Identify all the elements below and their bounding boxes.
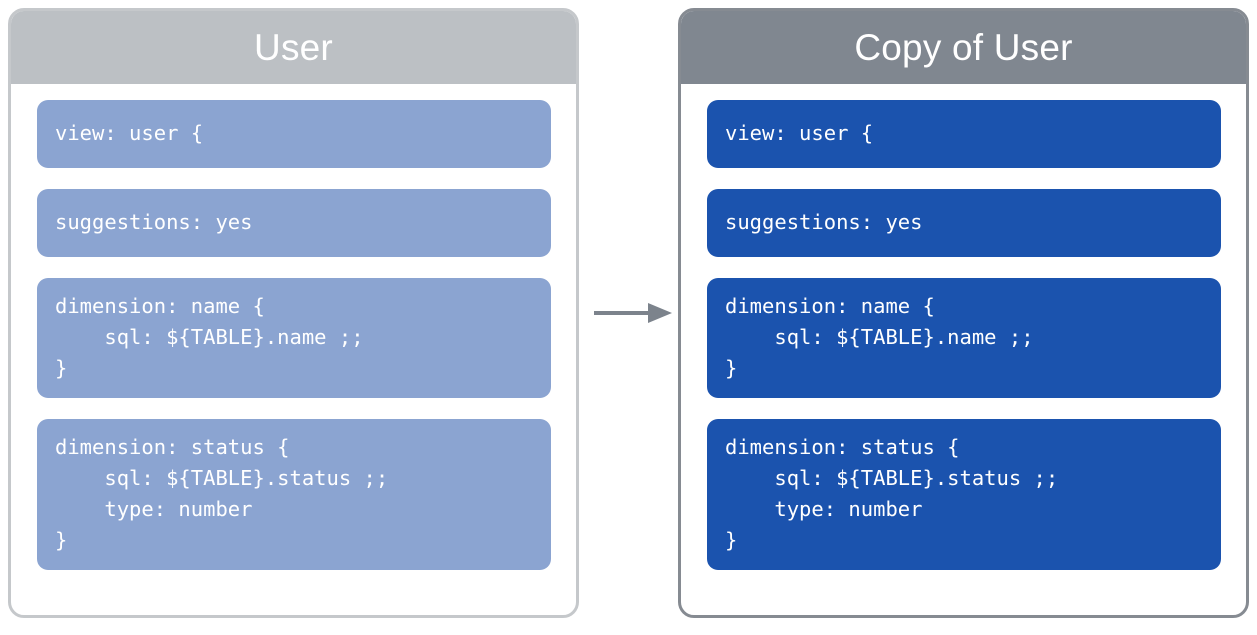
code-line: } [725, 356, 738, 380]
code-line: dimension: status { [55, 435, 290, 459]
copy-block-view-declaration[interactable]: view: user { [707, 100, 1221, 168]
code-line: sql: ${TABLE}.status ;; [725, 466, 1059, 490]
code-line: } [55, 356, 68, 380]
copy-block-dimension-status[interactable]: dimension: status { sql: ${TABLE}.status… [707, 419, 1221, 570]
code-line: sql: ${TABLE}.status ;; [55, 466, 389, 490]
code-line: type: number [725, 497, 923, 521]
copy-block-dimension-name[interactable]: dimension: name { sql: ${TABLE}.name ;; … [707, 278, 1221, 398]
source-block-suggestions[interactable]: suggestions: yes [37, 189, 551, 257]
copy-block-suggestions[interactable]: suggestions: yes [707, 189, 1221, 257]
code-line: dimension: name { [55, 294, 265, 318]
source-block-view-declaration[interactable]: view: user { [37, 100, 551, 168]
copy-view-panel: Copy of User view: user { suggestions: y… [678, 8, 1249, 618]
code-text: suggestions: yes [725, 210, 923, 234]
source-panel-title: User [254, 26, 333, 68]
copy-panel-header: Copy of User [681, 11, 1246, 84]
code-text: view: user { [725, 121, 874, 145]
code-line: } [55, 528, 68, 552]
copy-panel-title: Copy of User [854, 26, 1073, 68]
source-panel-body: view: user { suggestions: yes dimension:… [11, 84, 576, 584]
arrow-right-icon [592, 300, 676, 326]
code-line: dimension: name { [725, 294, 935, 318]
copy-panel-body: view: user { suggestions: yes dimension:… [681, 84, 1246, 584]
source-view-panel: User view: user { suggestions: yes dimen… [8, 8, 579, 618]
code-line: dimension: status { [725, 435, 960, 459]
source-panel-header: User [11, 11, 576, 84]
source-block-dimension-status[interactable]: dimension: status { sql: ${TABLE}.status… [37, 419, 551, 570]
code-line: } [725, 528, 738, 552]
code-line: type: number [55, 497, 253, 521]
code-line: sql: ${TABLE}.name ;; [55, 325, 364, 349]
code-text: view: user { [55, 121, 204, 145]
source-block-dimension-name[interactable]: dimension: name { sql: ${TABLE}.name ;; … [37, 278, 551, 398]
code-line: sql: ${TABLE}.name ;; [725, 325, 1034, 349]
code-text: suggestions: yes [55, 210, 253, 234]
